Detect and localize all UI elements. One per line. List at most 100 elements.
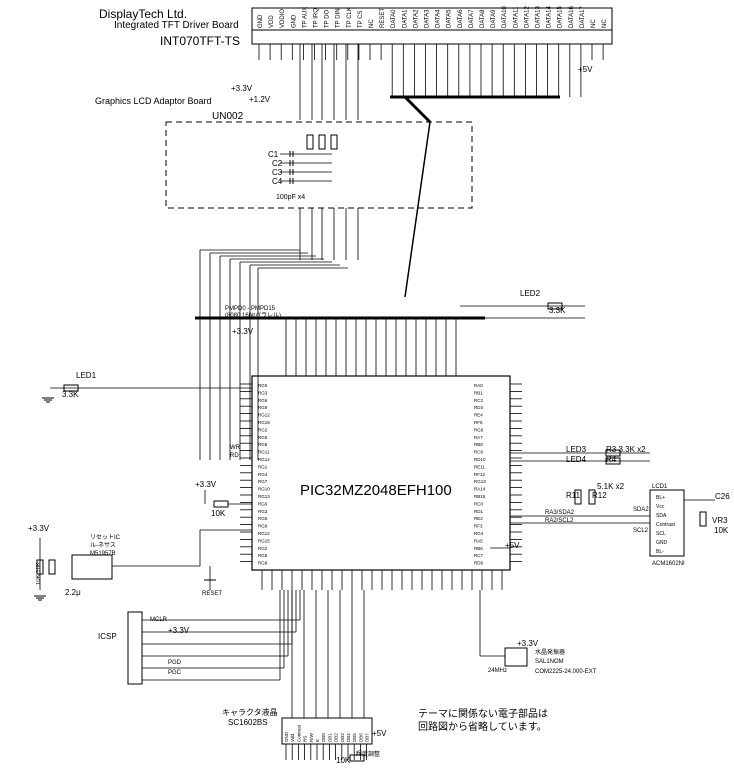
tft-pin-data7: DATA7 [469, 9, 475, 28]
mcu-pin-name: RG5 [258, 553, 268, 558]
mcu-pin-name: RG9 [258, 524, 268, 529]
mcu-pin-name: RG0 [258, 501, 268, 506]
icsp-v33: +3.3V [168, 626, 190, 635]
r12 [588, 489, 596, 505]
lcd1-label: LCD1 [652, 484, 668, 490]
vr3-symbol [699, 511, 707, 527]
mcu-pin-name: RG4 [258, 472, 268, 477]
char-lcd-pin: DB5 [352, 733, 357, 742]
char-lcd-pin: DB6 [358, 733, 363, 742]
tft-pin-nc: NC [369, 19, 375, 28]
tft-pin-tp-aux: TP AUX [302, 7, 308, 28]
mcu-pin-name: RC0 [474, 501, 483, 506]
r11-label: R11 [566, 491, 581, 500]
model-name: INT070TFT-TS [160, 34, 241, 48]
cap-c3: C3 [272, 168, 283, 177]
osc-v33: +3.3V [517, 639, 539, 648]
adaptor-resistor [330, 134, 338, 150]
char-lcd-pin: DB2 [334, 733, 339, 742]
mcu-pin-name: RG1 [258, 464, 268, 469]
oscillator-box [504, 647, 528, 667]
adaptor-name: UN002 [212, 111, 244, 122]
adaptor-title: Graphics LCD Adaptor Board [95, 96, 212, 106]
mcu-pin-name: RG8 [258, 561, 268, 566]
mcu-pin-name: RE4 [474, 413, 483, 418]
tft-pin-reset: RESET [380, 8, 386, 28]
mcu-pin-name: RA5 [474, 538, 483, 543]
sig-rd: RD [230, 453, 239, 459]
mclr-resistor [213, 500, 229, 508]
v33-top: +3.3V [231, 84, 253, 93]
scl2-lcd: SCL2 [633, 528, 649, 534]
mcu-pin-name: RG8 [258, 442, 268, 447]
char-lcd-pin: E [315, 739, 320, 742]
led1-label: LED1 [76, 371, 97, 380]
mcu-pin-name: RA0 [474, 383, 483, 388]
reset-res-2 [48, 559, 56, 575]
char-lcd-pin: DB0 [321, 733, 326, 742]
cap-value: 100pF x4 [276, 194, 306, 201]
mcu-pin-name: RD3 [474, 405, 483, 410]
mcu-pin-name: RG6 [258, 398, 268, 403]
led2-label: LED2 [520, 289, 541, 298]
sda2-lcd: SDA2 [633, 507, 649, 513]
mcu-pin-name: RE2 [474, 516, 483, 521]
icsp-mclr: MCLR [150, 617, 168, 623]
r3 [605, 449, 621, 457]
icsp-pgd: PGD [168, 660, 182, 666]
mcu-pin-name: RG12 [258, 413, 270, 418]
r12-label: R12 [592, 491, 607, 500]
reset-res-pair: 10K 10K [36, 562, 42, 586]
adaptor-board-outline [165, 121, 473, 209]
mcu-pin-name: RF3 [474, 524, 483, 529]
mcu-pin-name: RG5 [258, 435, 268, 440]
tft-pin-vdd: VDD [269, 15, 275, 28]
adaptor-resistor [306, 134, 314, 150]
adaptor-resistor [318, 134, 326, 150]
mcu-pin-name: RB1 [474, 390, 483, 395]
tft-pin-data8: DATA8 [480, 9, 486, 28]
osc-label: 水晶発振器 [535, 650, 566, 656]
char-lcd-pot [349, 754, 365, 762]
tft-pin-data13: DATA13 [536, 6, 542, 28]
pmp-note: PMPD0 - PMPD15 [225, 306, 276, 312]
pmp-note2: (8080 16bitパラレル) [225, 313, 282, 319]
reset-res-1 [36, 559, 44, 575]
mcu-pin-name: RB6 [474, 546, 483, 551]
mcu-pin-name: RG6 [258, 516, 268, 521]
tft-pin-data9: DATA9 [491, 9, 497, 28]
tft-pin-data11: DATA11 [513, 6, 519, 28]
lcd1-box [649, 489, 685, 557]
tft-pin-data15: DATA15 [558, 6, 564, 28]
char-lcd-pin: DB4 [346, 733, 351, 742]
mcu-pin-name: RG3 [258, 390, 268, 395]
c26-label: C26 [715, 492, 730, 501]
v5-top: +5V [578, 65, 593, 74]
res-10k: 10K [211, 509, 226, 518]
board-name: Integrated TFT Driver Board [114, 20, 239, 31]
mcu-pin-name: RB15 [474, 494, 486, 499]
icsp-connector[interactable] [127, 611, 143, 685]
tft-pin-nc: NC [591, 19, 597, 28]
osc-part1: SAL1NOM [535, 659, 564, 665]
mcu-pin-name: RD10 [474, 457, 486, 462]
mcu-v5: +5V [505, 541, 520, 550]
tft-pin-data12: DATA12 [524, 6, 530, 28]
mcu-pin-name: RG11 [258, 450, 270, 455]
reset-button-label[interactable]: RESET [202, 591, 223, 597]
mcu-pin-name: RG2 [258, 546, 268, 551]
mcu-pin-name: RG13 [474, 479, 486, 484]
mcu-pin-name: RG3 [258, 509, 268, 514]
mcu-pin-name: RG15 [258, 420, 270, 425]
tft-pin-data6: DATA6 [458, 9, 464, 28]
mcu-pin-name: RF12 [474, 472, 486, 477]
cap-c1: C1 [268, 150, 279, 159]
sig-wr: WR [230, 445, 240, 451]
r4 [605, 457, 621, 465]
char-lcd-v5: +5V [372, 729, 387, 738]
v33-reset: +3.3V [28, 524, 50, 533]
char-lcd-label: キャラクタ液晶 [222, 708, 278, 717]
led4-label: LED4 [566, 455, 587, 464]
mcu-pin-name: RG6 [474, 427, 484, 432]
